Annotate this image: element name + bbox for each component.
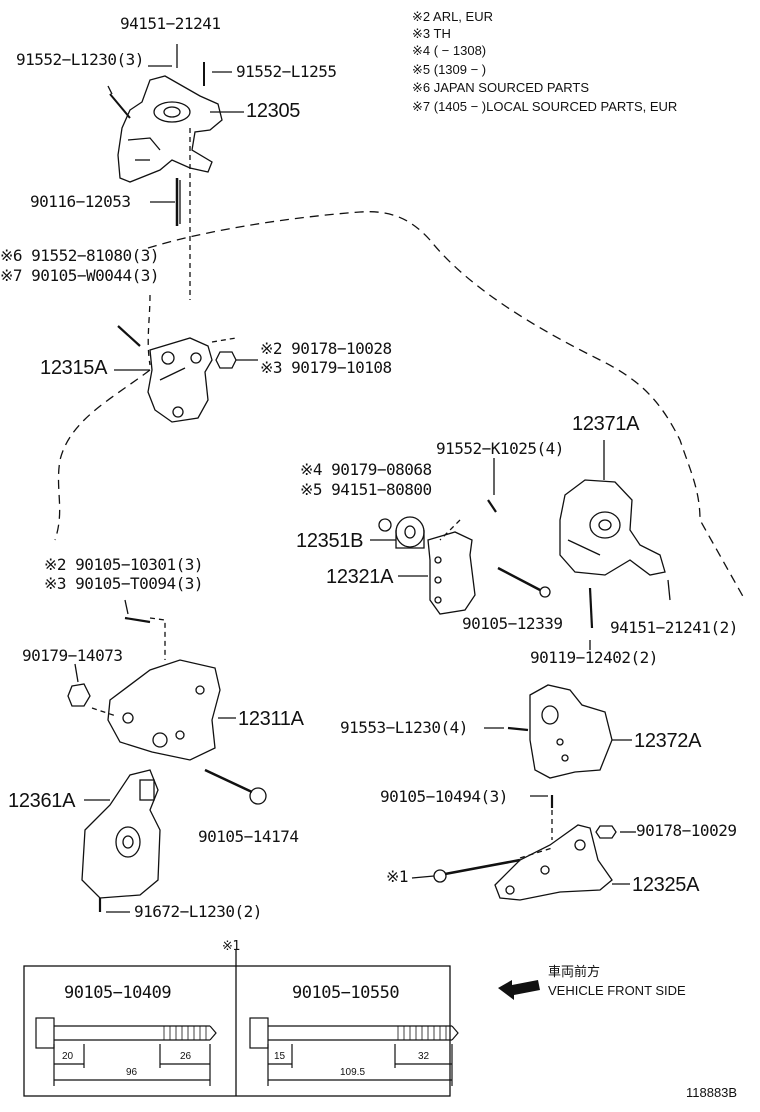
part-label-90105-T0094[interactable]: ※3 90105−T0094(3) [44,574,204,593]
bolt2-dim-32: 32 [418,1051,430,1062]
part-label-12371A[interactable]: 12371A [572,413,640,435]
note-6: ※6 JAPAN SOURCED PARTS [412,80,590,95]
legend-star1: ※1 [222,939,240,954]
part-label-94151-21241[interactable]: 94151−21241 [120,14,221,33]
part-label-90105-W0044[interactable]: ※7 90105−W0044(3) [0,266,160,285]
part-label-12351B[interactable]: 12351B [296,530,364,552]
part-label-90179-14073[interactable]: 90179−14073 [22,646,123,665]
bracket-12325A-shape [494,824,613,901]
part-label-12372A[interactable]: 12372A [634,730,702,752]
bracket-12311A-shape [107,659,221,761]
part-label-91553-L1230[interactable]: 91553−L1230(4) [340,718,468,737]
part-label-90105-10301[interactable]: ※2 90105−10301(3) [44,555,204,574]
bolt-90105-10550-shape [249,1017,459,1086]
part-label-90105-14174[interactable]: 90105−14174 [198,827,299,846]
legend-box [23,965,451,1097]
bolt-90105-10409-shape [35,1017,217,1086]
note-5: ※5 (1309 − ) [412,62,487,77]
engine-outline-left [54,369,151,541]
legend-bolt1-label[interactable]: 90105−10409 [64,983,172,1003]
bolt1-dim-20: 20 [62,1051,74,1062]
figure-id: 118883B [686,1085,738,1100]
part-label-90178-10028[interactable]: ※2 90178−10028 [260,339,392,358]
note-7: ※7 (1405 − )LOCAL SOURCED PARTS, EUR [412,99,678,114]
part-label-90119-12402[interactable]: 90119−12402(2) [530,648,658,667]
engine-outline [147,211,746,601]
part-label-91552-L1230[interactable]: 91552−L1230(3) [16,50,144,69]
part-label-94151-21241-2[interactable]: 94151−21241(2) [610,618,738,637]
part-label-star1: ※1 [386,867,409,886]
direction-label-en: VEHICLE FRONT SIDE [548,983,686,998]
part-label-90105-10494[interactable]: 90105−10494(3) [380,787,508,806]
part-label-90179-10108[interactable]: ※3 90179−10108 [260,358,392,377]
legend-bolt2-label[interactable]: 90105−10550 [292,983,400,1003]
front-direction-arrow [498,980,540,1000]
part-label-12361A[interactable]: 12361A [8,790,76,812]
mount-12371A-shape [559,479,666,576]
bracket-12315A-shape [147,337,213,423]
note-3: ※3 TH [412,26,451,41]
note-2: ※2 ARL, EUR [412,9,493,24]
bracket-12321A-shape [427,531,476,615]
mount-12361A-shape [81,769,161,899]
part-label-12315A[interactable]: 12315A [40,357,108,379]
part-label-12325A[interactable]: 12325A [632,874,700,896]
bolt1-dim-96: 96 [126,1067,138,1078]
bracket-12372A-shape [529,684,613,779]
part-label-91552-K1025[interactable]: 91552−K1025(4) [436,439,564,458]
part-label-91552-L1255[interactable]: 91552−L1255 [236,62,337,81]
part-label-91672-L1230[interactable]: 91672−L1230(2) [134,902,262,921]
mount-12305-shape [117,75,223,183]
part-label-90178-10029[interactable]: 90178−10029 [636,821,737,840]
part-label-91552-81080[interactable]: ※6 91552−81080(3) [0,246,160,265]
bolt1-dim-26: 26 [180,1051,192,1062]
part-label-12311A[interactable]: 12311A [238,708,304,730]
bushing-12351B-shape [395,516,425,549]
bolt2-dim-15: 15 [274,1051,286,1062]
part-label-90105-12339[interactable]: 90105−12339 [462,614,563,633]
bolt2-dim-109-5: 109.5 [340,1067,366,1078]
direction-label-jp: 車両前方 [548,964,601,979]
part-label-12321A[interactable]: 12321A [326,566,394,588]
part-label-94151-80800[interactable]: ※5 94151−80800 [300,480,432,499]
part-label-90179-08068[interactable]: ※4 90179−08068 [300,460,432,479]
note-4: ※4 ( − 1308) [412,43,487,58]
part-label-90116-12053[interactable]: 90116−12053 [30,192,131,211]
part-label-12305[interactable]: 12305 [246,100,301,122]
